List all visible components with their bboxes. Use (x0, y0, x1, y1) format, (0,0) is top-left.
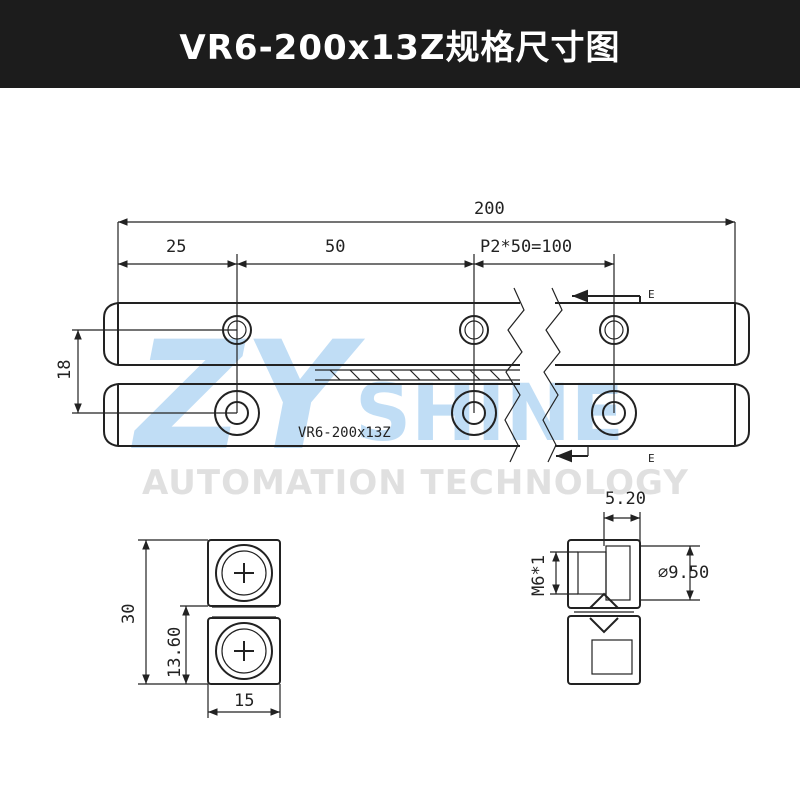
dim-pitch: 50 (325, 237, 345, 257)
dimension-total: 200 (117, 199, 736, 303)
phillips-screw-icon (234, 641, 254, 661)
section-mark-top: E (572, 288, 655, 303)
break-line-left (504, 287, 525, 463)
svg-text:E: E (648, 452, 655, 465)
dim-section-height: 30 (119, 604, 139, 624)
watermark-tagline: AUTOMATION TECHNOLOGY (142, 463, 689, 503)
dim-end-offset: 25 (166, 237, 186, 257)
dim-hole-spacing: 18 (55, 360, 75, 380)
title-bar: VR6-200x13Z规格尺寸图 (0, 0, 800, 88)
rail-end-view: 30 13.60 15 (119, 539, 281, 718)
roller-cage (315, 369, 520, 381)
svg-text:E: E (648, 288, 655, 301)
phillips-screw-icon (234, 563, 254, 583)
section-mark-bottom: E (556, 446, 655, 465)
dimension-chain: 25 50 P2*50=100 (118, 237, 615, 413)
dim-section-half: 13.60 (165, 627, 185, 678)
rail-cross-section: 5.20 ∅9.50 M6*1 (529, 489, 709, 685)
dim-pitch-total: P2*50=100 (480, 237, 572, 257)
rail-label: VR6-200x13Z (298, 425, 391, 441)
break-line-right (542, 287, 563, 463)
dim-section-width: 15 (234, 691, 254, 711)
watermark-initials: ZY (131, 310, 366, 484)
page-title: VR6-200x13Z规格尺寸图 (179, 27, 621, 68)
dim-counterbore-diameter: ∅9.50 (658, 563, 709, 583)
dim-total-length: 200 (474, 199, 505, 219)
rail-top-view: VR6-200x13Z E E (103, 287, 750, 465)
dim-counterbore-depth: 5.20 (605, 489, 646, 509)
dimension-height: 18 (55, 329, 237, 414)
dim-thread: M6*1 (529, 555, 549, 596)
